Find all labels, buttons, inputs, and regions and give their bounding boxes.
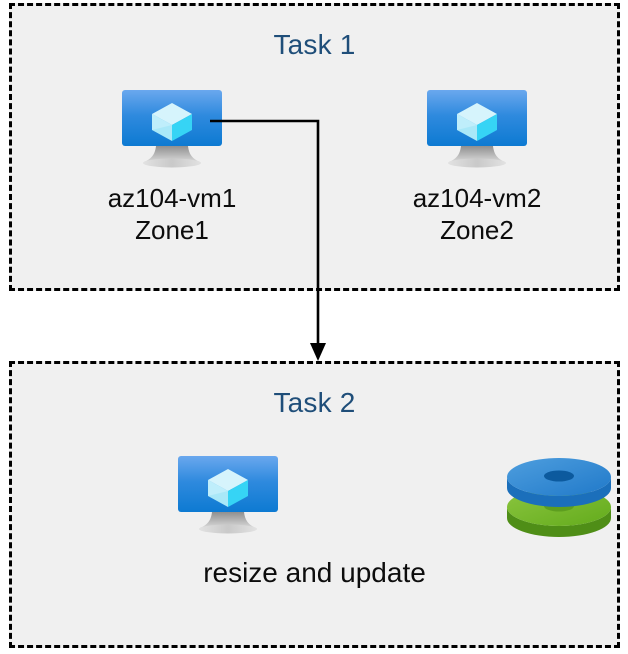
node-labels: az104-vm1 Zone1: [64, 182, 280, 246]
node-az104-vm2[interactable]: az104-vm2 Zone2: [369, 86, 585, 246]
task-2-title: Task 2: [273, 387, 356, 418]
task-2-caption: resize and update: [203, 557, 426, 588]
node-labels: az104-vm2 Zone2: [369, 182, 585, 246]
task-1-container: Task 1: [9, 3, 620, 291]
task-2-container: Task 2: [9, 361, 620, 648]
task-2-icon-row: [12, 450, 617, 538]
azure-virtual-machine-icon: [118, 86, 226, 170]
connector-arrowhead: [310, 343, 326, 361]
vm2-name-label: az104-vm2: [412, 183, 542, 213]
task-1-title: Task 1: [273, 29, 356, 60]
vm1-zone-label: Zone1: [135, 215, 209, 245]
azure-virtual-machine-icon: [174, 452, 282, 536]
azure-virtual-machine-icon: [423, 86, 531, 170]
azure-managed-disk-icon: [501, 450, 617, 538]
node-az104-vm1[interactable]: az104-vm1 Zone1: [64, 86, 280, 246]
vm2-zone-label: Zone2: [440, 215, 514, 245]
vm1-name-label: az104-vm1: [107, 183, 237, 213]
